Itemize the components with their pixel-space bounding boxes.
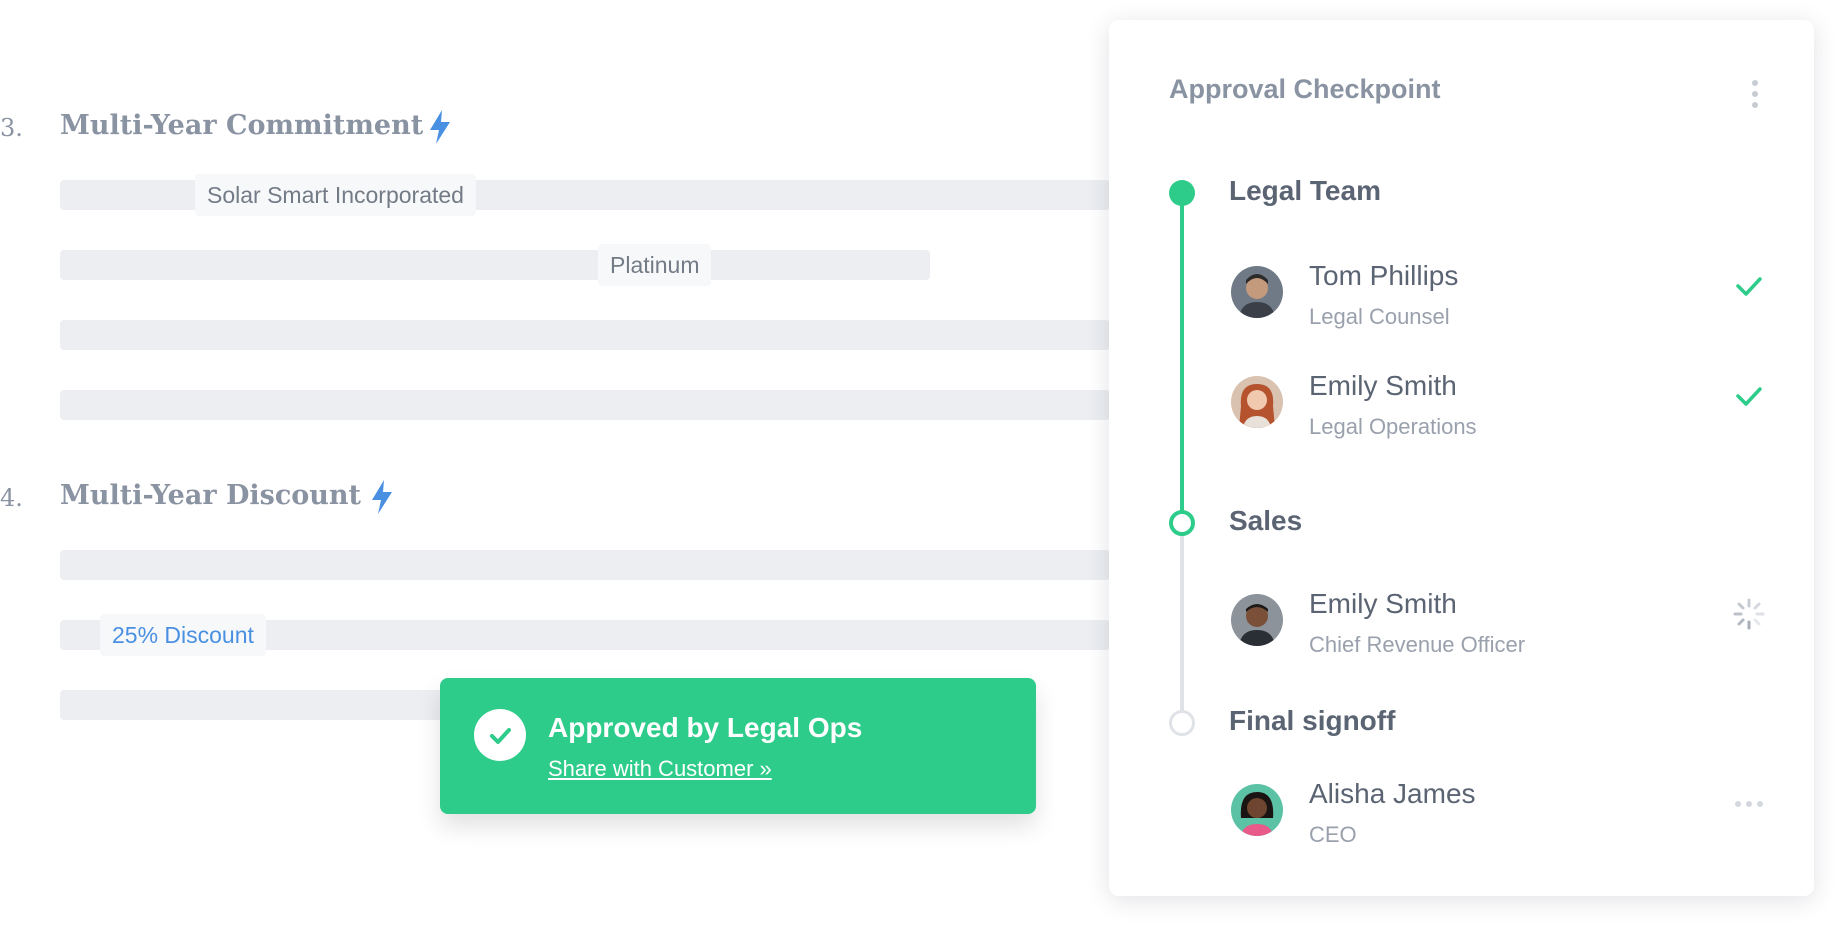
section-title: Multi-Year Discount [60,480,362,511]
timeline-node-in-progress [1169,510,1195,536]
approver-name: Emily Smith [1309,588,1457,619]
section-number: 3. [0,114,23,142]
group-title: Final signoff [1229,705,1396,736]
approver-row[interactable]: Alisha James CEO [1231,778,1791,864]
text-line-placeholder [60,390,1110,420]
tier-field[interactable]: Platinum [598,244,712,286]
contract-document: 3. Multi-Year Commitment Solar Smart Inc… [0,110,1110,720]
approver-row[interactable]: Emily Smith Chief Revenue Officer [1231,588,1791,674]
group-title: Sales [1229,505,1303,536]
approver-role: CEO [1309,822,1357,847]
avatar [1231,266,1283,318]
panel-title: Approval Checkpoint [1169,74,1441,104]
text-line-placeholder [60,550,1110,580]
approver-name: Tom Phillips [1309,260,1459,291]
approver-role: Chief Revenue Officer [1309,632,1526,657]
loading-spinner-icon [1733,598,1765,630]
check-circle-icon [474,709,526,761]
approver-name: Emily Smith [1309,370,1457,401]
approver-role: Legal Counsel [1309,304,1450,329]
approval-checkpoint-panel: Approval Checkpoint Legal Team Tom Phill… [1109,20,1814,896]
lightning-bolt-icon [430,110,450,144]
section-heading-4: 4. Multi-Year Discount [0,480,600,520]
timeline-line-complete [1180,192,1184,517]
approver-row[interactable]: Emily Smith Legal Operations [1231,370,1791,456]
text-line-placeholder [60,690,480,720]
timeline-node-not-started [1169,710,1195,736]
toast-title: Approved by Legal Ops [548,712,863,743]
group-title: Legal Team [1229,175,1381,206]
share-with-customer-link[interactable]: Share with Customer » [548,756,772,781]
lightning-bolt-icon [372,480,392,514]
approver-name: Alisha James [1309,778,1476,809]
checkmark-icon [1736,277,1762,296]
discount-field[interactable]: 25% Discount [100,614,266,656]
checkmark-icon [1736,387,1762,406]
timeline-line-pending [1180,530,1184,710]
text-line-placeholder [60,250,930,280]
ellipsis-icon [1735,801,1763,807]
avatar [1231,594,1283,646]
avatar [1231,784,1283,836]
approver-row[interactable]: Tom Phillips Legal Counsel [1231,260,1791,346]
approval-toast: Approved by Legal Ops Share with Custome… [440,678,1036,814]
section-title: Multi-Year Commitment [60,110,424,141]
approver-role: Legal Operations [1309,414,1477,439]
more-options-icon[interactable] [1745,80,1765,116]
avatar [1231,376,1283,428]
timeline-node-complete [1169,180,1195,206]
text-line-placeholder [60,320,1110,350]
section-heading-3: 3. Multi-Year Commitment [0,110,600,150]
company-name-field[interactable]: Solar Smart Incorporated [195,174,476,216]
section-number: 4. [0,484,23,512]
